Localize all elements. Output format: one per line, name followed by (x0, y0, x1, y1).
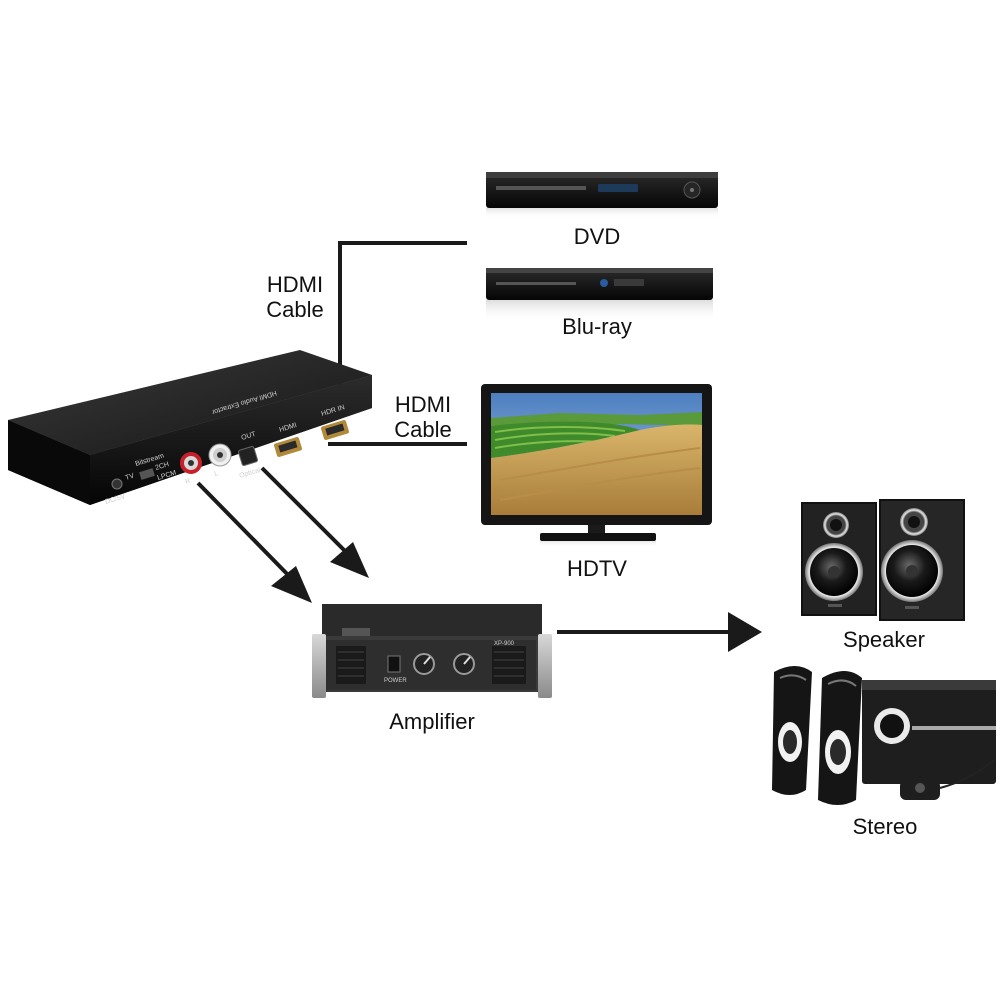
extractor-switch-tv-label: TV (125, 473, 136, 482)
amplifier-power-label: POWER (384, 678, 407, 684)
bluray-label: Blu-ray (562, 314, 632, 339)
stereo-satellite-right (818, 671, 862, 805)
extractor-l-label: L (214, 470, 220, 478)
stereo-satellite-left (772, 666, 812, 795)
dvd-label: DVD (573, 224, 621, 249)
amplifier-printed-labels: XP-900 POWER (384, 641, 515, 684)
amplifier-label: Amplifier (389, 709, 475, 734)
amplifier-to-speakers-arrow (557, 612, 762, 652)
extractor-optical-label: Optical (239, 467, 262, 480)
hdmi-cable-source-line (338, 241, 467, 400)
hdmi-cable-tv-label-line2: Cable (394, 417, 452, 442)
hdmi-cable-source-label-line1: HDMI (266, 272, 324, 297)
dvd-player (486, 172, 718, 218)
studio-speaker-left (801, 502, 877, 616)
bluray-player (486, 268, 713, 322)
hdmi-cable-source-label: HDMI Cable (266, 272, 323, 322)
analog-audio-arrow (196, 481, 312, 603)
extractor-out-label: OUT (241, 431, 258, 442)
stereo-subwoofer (862, 680, 996, 784)
extractor-r-label: R (185, 478, 192, 486)
hdmi-cable-tv-label-line1: HDMI (394, 392, 452, 417)
amplifier-model-label: XP-900 (494, 641, 515, 647)
extractor-switch-2ch-label: 2CH (155, 461, 170, 472)
hdmi-cable-tv-label: HDMI Cable (394, 392, 451, 442)
hdmi-cable-source-label-line2: Cable (266, 297, 324, 322)
optical-audio-arrow (260, 466, 369, 578)
stereo-label: Stereo (852, 814, 918, 839)
hdtv (481, 384, 712, 547)
speaker-label: Speaker (843, 627, 925, 652)
studio-speaker-right (879, 499, 965, 621)
extractor-hdmi-label: HDMI (279, 422, 298, 434)
hdtv-label: HDTV (567, 556, 627, 581)
hdmi-audio-extractor (8, 350, 372, 505)
amplifier-unit (312, 604, 552, 698)
stereo-volume-controller (900, 759, 995, 800)
